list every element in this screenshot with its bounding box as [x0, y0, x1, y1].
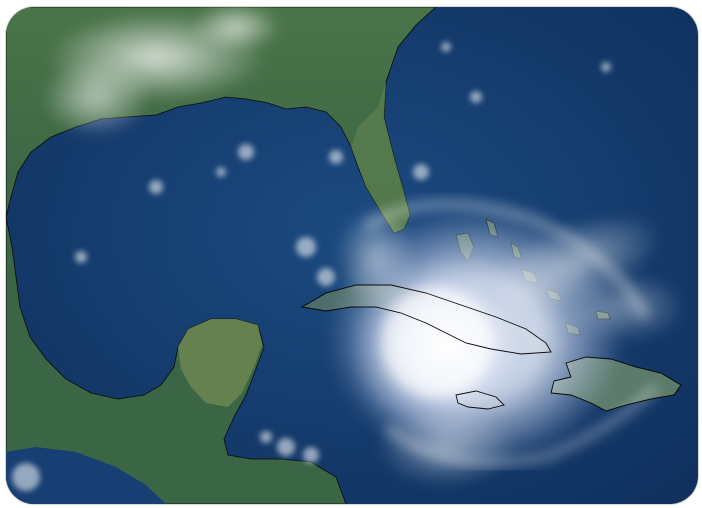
satellite-image	[6, 7, 698, 504]
cloud-band-north-2	[41, 57, 151, 137]
pacific-ocean	[6, 447, 166, 504]
satellite-image-frame	[6, 7, 698, 504]
hurricane-cloud-mass	[326, 199, 686, 487]
land-yucatan	[178, 319, 262, 407]
scattered-clouds	[12, 42, 611, 491]
coastlines-overlay	[300, 284, 682, 412]
land-florida	[351, 82, 410, 233]
